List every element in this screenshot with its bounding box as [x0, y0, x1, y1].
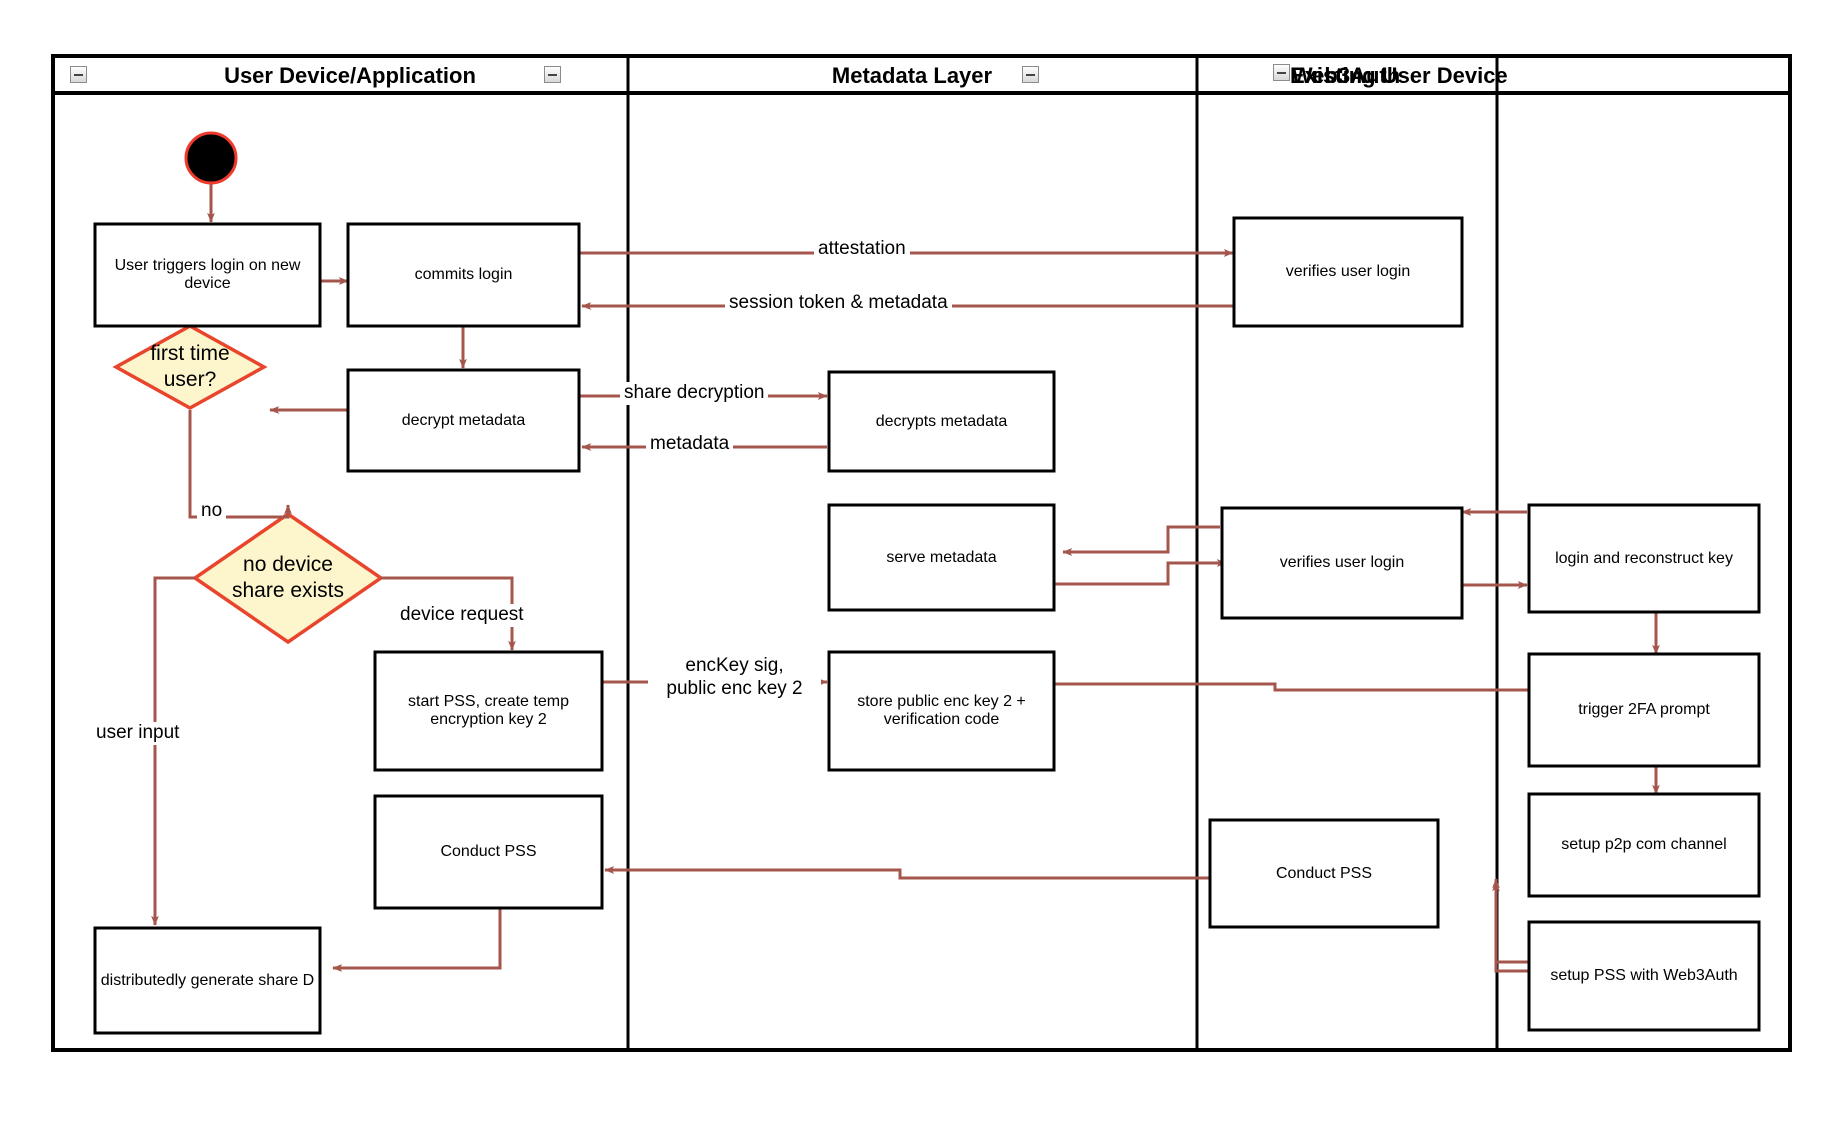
lane-collapse-user-device[interactable] — [70, 66, 87, 83]
lane-collapse-metadata-layer[interactable] — [544, 66, 561, 83]
node-label: serve metadata — [886, 548, 997, 566]
lane-collapse-existing-user-device[interactable] — [1273, 64, 1290, 81]
node-label: User triggers login on new device — [114, 257, 301, 292]
edge-label-share-decryption: share decryption — [620, 382, 769, 405]
lane-title-existing-user-device: Existing User Device — [1290, 62, 1508, 88]
edge-label-user-input: user input — [92, 722, 184, 745]
node-store-public-enc-key[interactable]: store public enc key 2 + verification co… — [829, 652, 1054, 770]
node-conduct-pss-web3auth[interactable]: Conduct PSS — [1210, 820, 1438, 927]
node-conduct-pss-user[interactable]: Conduct PSS — [375, 796, 602, 908]
edge-label-metadata: metadata — [646, 433, 734, 456]
node-label: setup PSS with Web3Auth — [1550, 967, 1738, 984]
node-label: decrypt metadata — [401, 411, 526, 429]
node-decrypt-metadata[interactable]: decrypt metadata — [348, 370, 579, 471]
node-verifies-user-login-2[interactable]: verifies user login — [1222, 508, 1462, 618]
node-label: store public enc key 2 + verification co… — [857, 693, 1026, 728]
node-label: verifies user login — [1279, 554, 1405, 571]
node-user-triggers-login[interactable]: User triggers login on new device — [95, 224, 320, 326]
lane-title-metadata-layer: Metadata Layer — [831, 62, 993, 88]
lane-title-web3auth: Web3Auth — [1291, 62, 1401, 88]
edge-label-no: no — [197, 500, 227, 523]
node-label: trigger 2FA prompt — [1578, 701, 1710, 718]
node-start-pss[interactable]: start PSS, create temp encryption key 2 — [375, 652, 602, 770]
node-label: decrypts metadata — [875, 412, 1008, 430]
node-label: distributedly generate share D — [100, 971, 315, 989]
node-decrypts-metadata[interactable]: decrypts metadata — [829, 372, 1054, 471]
process-box-outlines — [93, 216, 1761, 1035]
edge-label-enc-key: encKey sig, public enc key 2 — [648, 655, 821, 701]
node-trigger-2fa-prompt[interactable]: trigger 2FA prompt — [1529, 654, 1759, 766]
lane-title-user-device: User Device/Application — [224, 62, 476, 88]
lane-collapse-web3auth[interactable] — [1022, 66, 1039, 83]
node-verifies-user-login-1[interactable]: verifies user login — [1234, 218, 1462, 326]
node-label: commits login — [414, 266, 513, 283]
node-commits-login[interactable]: commits login — [348, 224, 579, 326]
node-label: verifies user login — [1285, 263, 1411, 280]
node-label: login and reconstruct key — [1555, 549, 1733, 567]
edge-label-session-token: session token & metadata — [725, 292, 952, 315]
node-label: start PSS, create temp encryption key 2 — [408, 693, 569, 728]
node-setup-p2p-channel[interactable]: setup p2p com channel — [1529, 794, 1759, 896]
node-generate-share-d[interactable]: distributedly generate share D — [95, 928, 320, 1033]
node-setup-pss-web3auth[interactable]: setup PSS with Web3Auth — [1529, 922, 1759, 1030]
node-login-reconstruct-key[interactable]: login and reconstruct key — [1529, 505, 1759, 612]
node-label: Conduct PSS — [440, 843, 537, 860]
edge-label-device-request: device request — [396, 604, 528, 627]
start-node — [184, 131, 238, 185]
node-serve-metadata[interactable]: serve metadata — [829, 505, 1054, 610]
node-label: Conduct PSS — [1275, 864, 1373, 882]
node-label: setup p2p com channel — [1561, 836, 1727, 853]
edge-label-attestation: attestation — [814, 238, 910, 261]
